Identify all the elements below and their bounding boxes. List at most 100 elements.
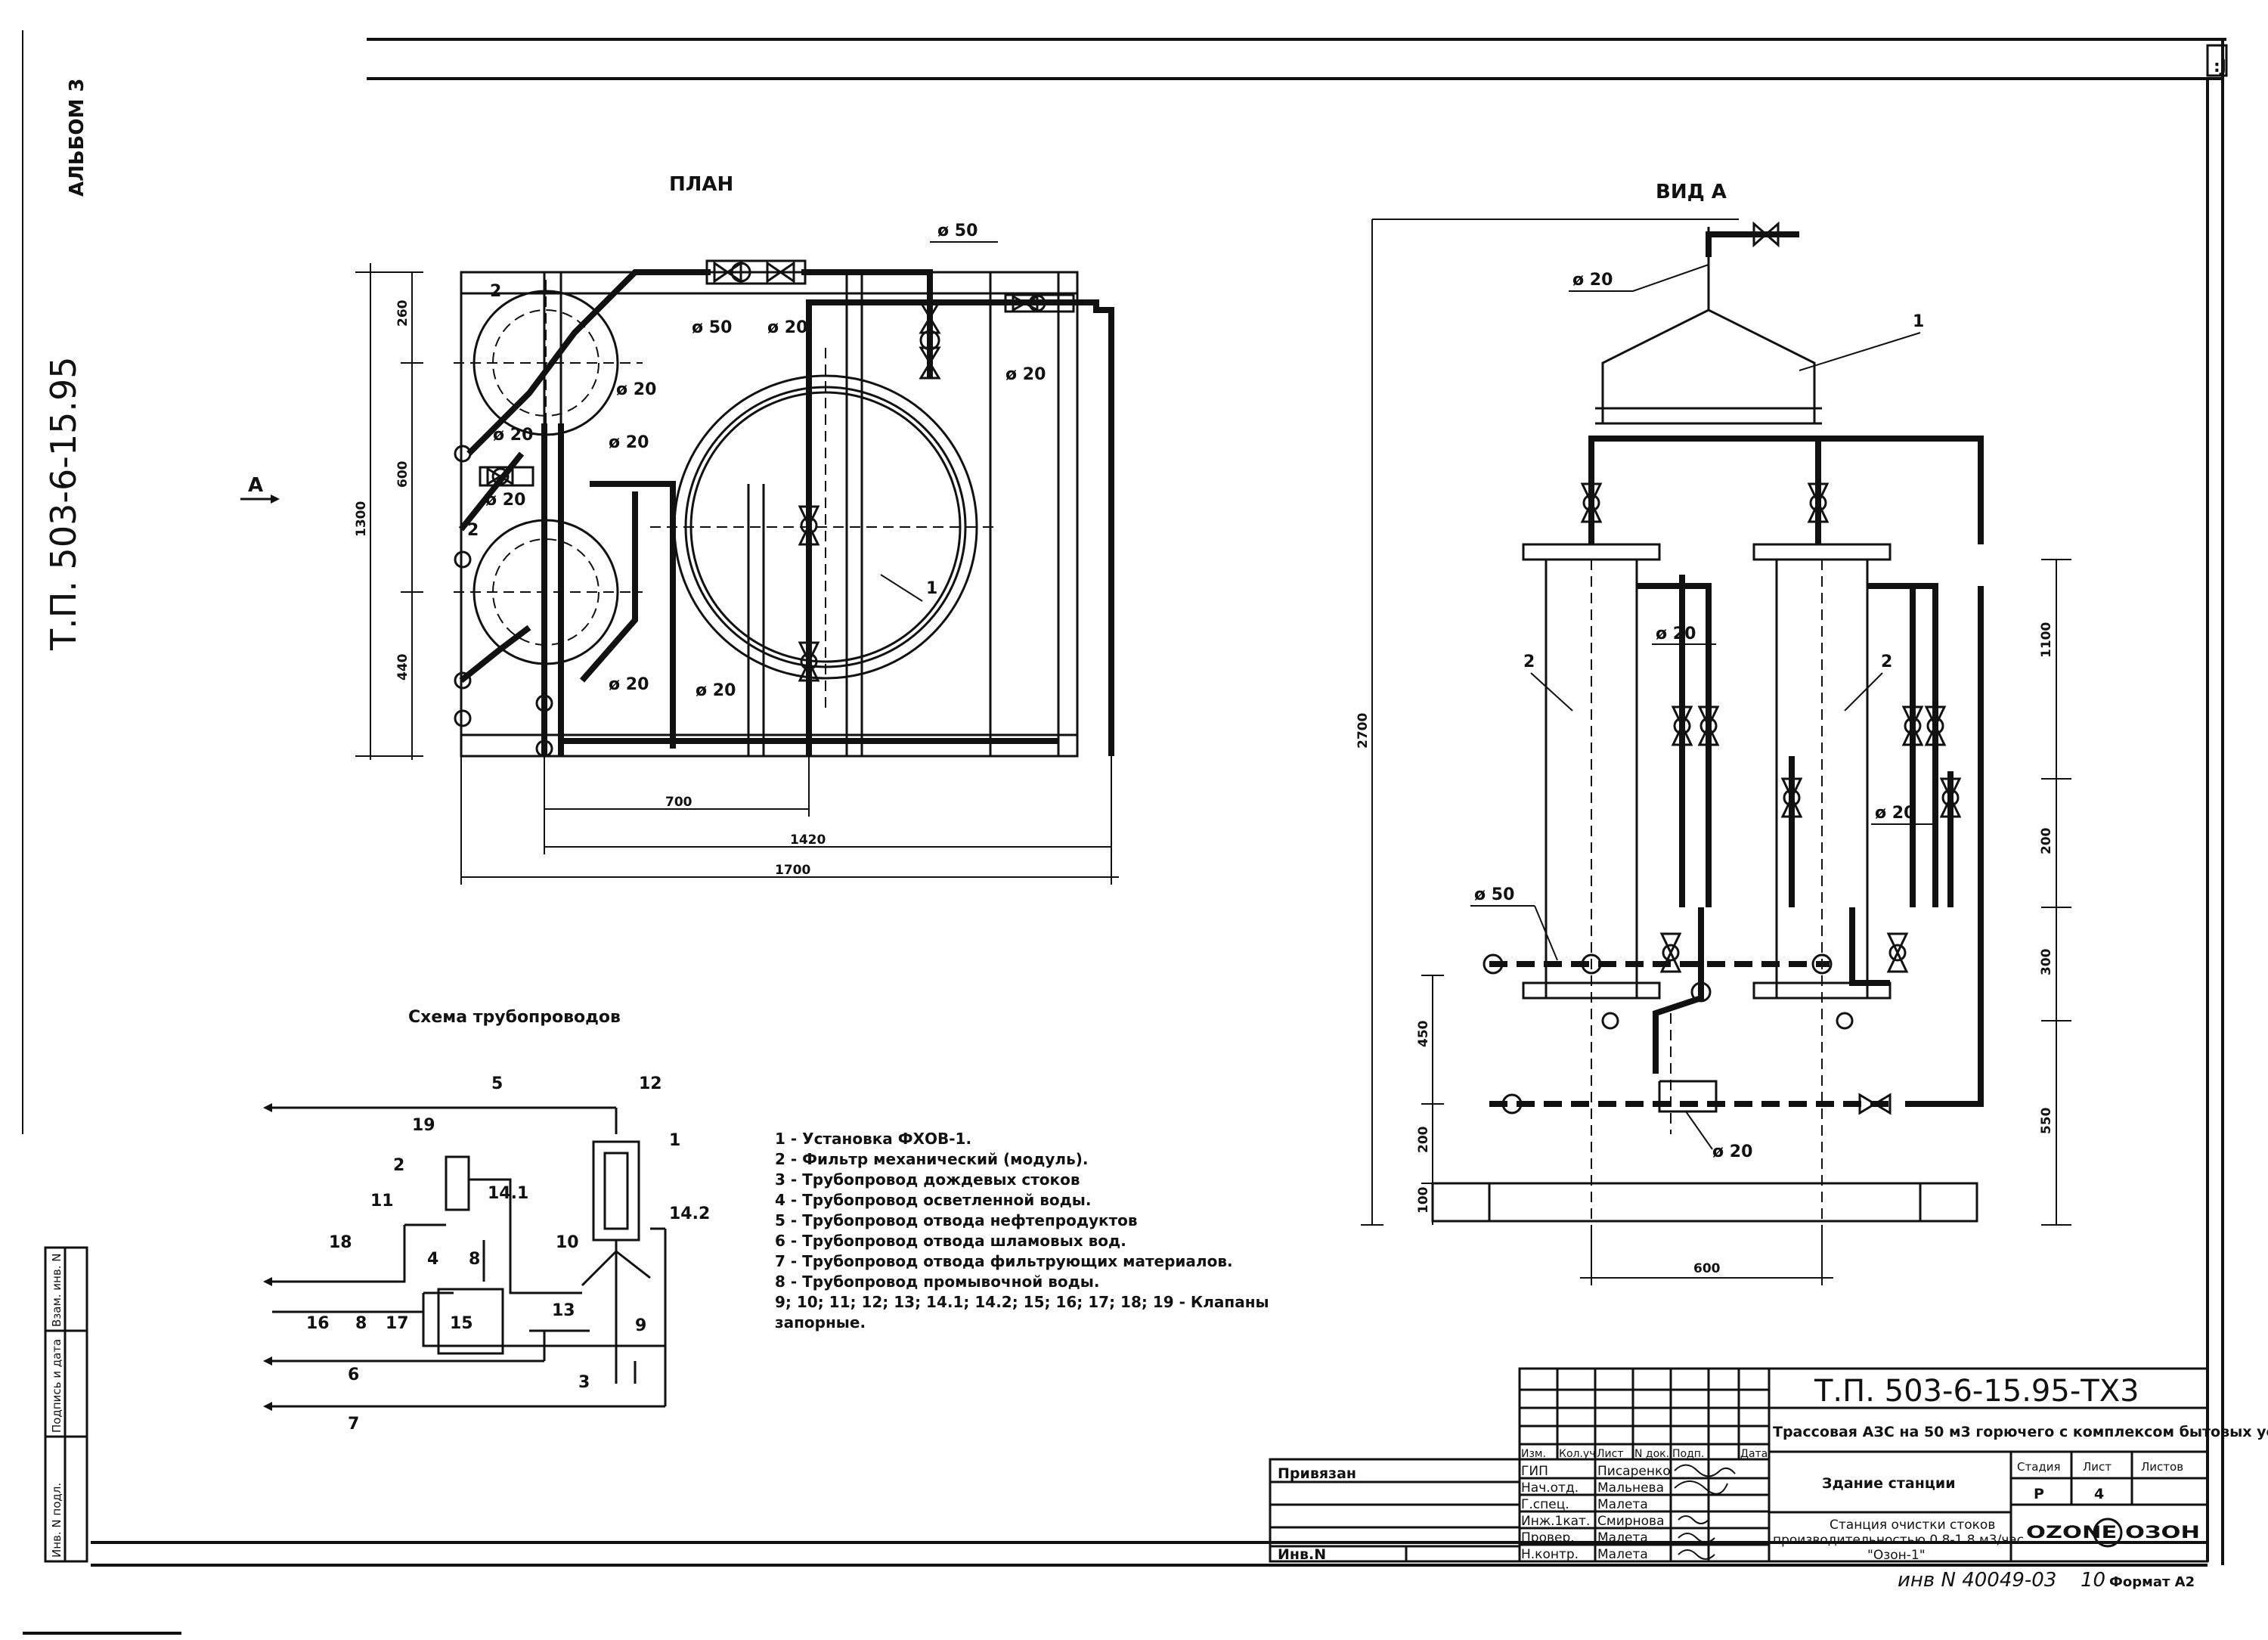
view-a-dim-450: 450 xyxy=(1416,1020,1431,1047)
title-block-header-ndok: N док. xyxy=(1634,1448,1669,1460)
scheme-num-13: 13 xyxy=(552,1301,575,1320)
title-block-drawing-name-3: "Озон-1" xyxy=(1867,1548,1926,1563)
view-a-pipe-d20-right: ø 20 xyxy=(1875,804,1915,823)
project-code-side: Т.П. 503-6-15.95 xyxy=(43,356,84,651)
plan-pipe-d20-e: ø 20 xyxy=(609,433,649,452)
view-a-pipe-d20-top: ø 20 xyxy=(1572,271,1613,290)
valve-icon xyxy=(479,466,534,487)
title-block-role-gip: ГИП xyxy=(1521,1464,1548,1479)
title-block-format-no: 10 xyxy=(2081,1569,2105,1592)
valve-icon xyxy=(1924,705,1947,746)
title-block-inv: Инв.N xyxy=(1278,1546,1326,1563)
legend-line-6: 6 - Трубопровод отвода шламовых вод. xyxy=(775,1232,1126,1250)
title-block: Т.П. 503-6-15.95-ТХ3 Трассовая АЗС на 50… xyxy=(1269,1367,2268,1592)
scheme-num-9: 9 xyxy=(635,1316,646,1335)
legend-line-9: 9; 10; 11; 12; 13; 14.1; 14.2; 15; 16; 1… xyxy=(775,1293,1269,1311)
plan-pipe-d50-top: ø 50 xyxy=(937,222,978,240)
valve-icon xyxy=(1671,705,1693,746)
title-block-building: Здание станции xyxy=(1822,1475,1956,1492)
plan-pipe-d20-b: ø 20 xyxy=(1005,365,1046,384)
view-a-pipe-d50: ø 50 xyxy=(1474,885,1514,904)
plan-pipe-d20-h: ø 20 xyxy=(696,681,736,700)
scheme-num-7: 7 xyxy=(348,1415,359,1434)
title-block-header-data: Дата xyxy=(1740,1448,1768,1460)
album-stamp: АЛЬБОМ 3 xyxy=(66,79,88,197)
title-block-stage: Р xyxy=(2034,1486,2044,1502)
title-block-privyazan: Привязан xyxy=(1278,1465,1356,1482)
view-a-pipe-d20-mid: ø 20 xyxy=(1656,625,1696,643)
title-block-name-5: Малета xyxy=(1597,1530,1648,1545)
title-block-role-nkontr: Н.контр. xyxy=(1521,1547,1579,1562)
valve-icon xyxy=(1807,482,1830,523)
valve-icon xyxy=(1697,705,1720,746)
legend-line-5: 5 - Трубопровод отвода нефтепродуктов xyxy=(775,1211,1138,1229)
plan-pipe-d50-mid: ø 50 xyxy=(692,318,732,337)
side-stamp-cell-1: Инв. N подл. xyxy=(50,1483,64,1558)
scheme-num-15: 15 xyxy=(450,1314,473,1333)
title-block-stage-label: Стадия xyxy=(2017,1460,2061,1474)
scheme-num-1: 1 xyxy=(669,1131,680,1150)
scheme-num-8b: 8 xyxy=(355,1314,367,1333)
view-a-dim-300: 300 xyxy=(2039,948,2054,975)
legend-line-8: 8 - Трубопровод промывочной воды. xyxy=(775,1273,1099,1291)
scheme-num-11: 11 xyxy=(370,1192,394,1211)
scheme-num-6: 6 xyxy=(348,1366,359,1384)
title-block-sheet-label: Лист xyxy=(2083,1460,2112,1474)
plan-dim-260: 260 xyxy=(395,299,411,327)
corner-mark: :J xyxy=(2214,57,2226,76)
plan-dim-700: 700 xyxy=(665,795,692,810)
view-a-label-col-2a: 2 xyxy=(1523,653,1535,671)
valve-icon xyxy=(1004,293,1075,313)
plan-pipe-d20-d: ø 20 xyxy=(493,426,533,445)
valve-icon xyxy=(1886,932,1909,973)
scheme-num-17: 17 xyxy=(386,1314,409,1333)
valve-icon xyxy=(1659,932,1682,973)
plan-pipe-d20-g: ø 20 xyxy=(609,675,649,694)
view-a: ВИД А 1 ø 20 2 2 xyxy=(1356,181,2071,1285)
plan-view-marker: А xyxy=(248,474,263,497)
scheme-num-3: 3 xyxy=(578,1373,590,1392)
scheme-num-2: 2 xyxy=(393,1156,404,1175)
view-a-dim-2700: 2700 xyxy=(1356,713,1371,749)
valve-icon xyxy=(1580,482,1603,523)
plan-dim-600: 600 xyxy=(395,460,411,488)
scheme-num-18: 18 xyxy=(329,1233,352,1252)
view-a-dim-200: 200 xyxy=(2039,827,2054,854)
scheme-num-5: 5 xyxy=(491,1074,503,1093)
scheme-num-4: 4 xyxy=(427,1250,438,1269)
title-block-role-gspec: Г.спец. xyxy=(1521,1497,1569,1512)
title-block-role-inzh: Инж.1кат. xyxy=(1521,1514,1590,1529)
plan-title: ПЛАН xyxy=(669,173,733,196)
view-a-dim-600: 600 xyxy=(1693,1261,1721,1276)
view-a-label-unit-1: 1 xyxy=(1913,312,1924,331)
title-block-name-4: Смирнова xyxy=(1597,1514,1665,1529)
valve-icon xyxy=(705,259,807,285)
plan-pipe-d20-a: ø 20 xyxy=(767,318,807,337)
title-block-role-nachotd: Нач.отд. xyxy=(1521,1480,1579,1496)
view-a-dim-550: 550 xyxy=(2039,1107,2054,1134)
valve-icon xyxy=(1858,1093,1892,1115)
signature-marks xyxy=(1674,1464,1736,1560)
title-block-name-2: Мальнева xyxy=(1597,1480,1664,1496)
company-logo-text: OZONE ОЗОН xyxy=(2026,1524,2200,1542)
legend-line-2: 2 - Фильтр механический (модуль). xyxy=(775,1150,1088,1168)
plan-dim-1420: 1420 xyxy=(790,832,826,848)
legend-line-10: запорные. xyxy=(775,1313,866,1332)
valve-icon xyxy=(798,505,820,546)
valve-icon xyxy=(1780,777,1803,818)
title-block-header-podp: Подп. xyxy=(1672,1448,1704,1460)
title-block-role-prover: Провер. xyxy=(1521,1530,1575,1545)
view-a-title: ВИД А xyxy=(1656,181,1727,203)
legend: 1 - Установка ФХОВ-1. 2 - Фильтр механич… xyxy=(775,1130,1269,1332)
legend-line-1: 1 - Установка ФХОВ-1. xyxy=(775,1130,971,1148)
scheme-num-14-2: 14.2 xyxy=(669,1204,710,1223)
scheme-num-10: 10 xyxy=(556,1233,579,1252)
side-stamp-cell-3: Взам. инв. N xyxy=(50,1254,64,1327)
title-block-header-kol: Кол.уч xyxy=(1559,1448,1595,1460)
valve-icon xyxy=(919,301,941,380)
legend-line-3: 3 - Трубопровод дождевых стоков xyxy=(775,1170,1080,1189)
plan-dim-1700: 1700 xyxy=(775,863,810,878)
side-stamp: Инв. N подл. Подпись и дата Взам. инв. N xyxy=(44,1246,88,1563)
view-a-pipe-d20-bottom: ø 20 xyxy=(1712,1142,1752,1161)
